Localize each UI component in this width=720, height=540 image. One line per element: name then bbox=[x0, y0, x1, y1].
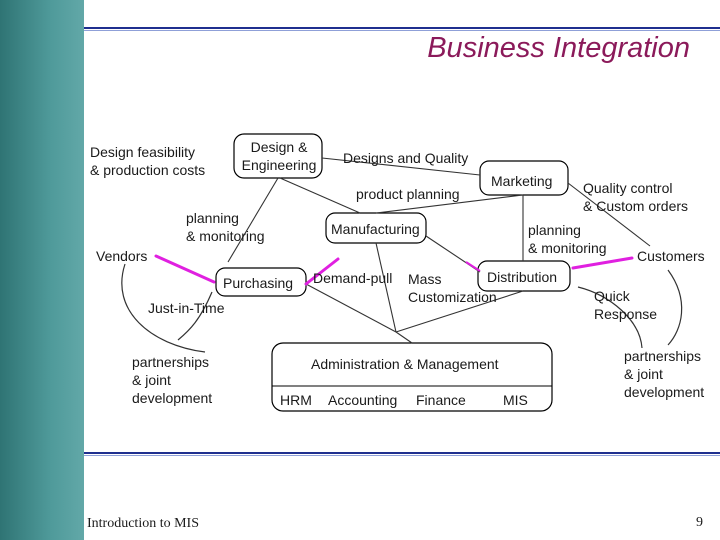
marketing-box bbox=[479, 160, 569, 196]
slide-sidebar bbox=[0, 0, 84, 540]
accent-purchasing-manufacturing bbox=[304, 257, 340, 286]
mis-node: MIS bbox=[503, 392, 528, 408]
purchasing-box bbox=[215, 267, 307, 297]
planning-monitoring-left-label: planning& monitoring bbox=[186, 210, 265, 244]
footer-text: Introduction to MIS bbox=[87, 516, 199, 531]
arc-purchasing-jit bbox=[177, 291, 213, 341]
vendors-node: Vendors bbox=[96, 248, 148, 264]
page-number: 9 bbox=[696, 515, 703, 530]
jit-label: Just-in-Time bbox=[148, 300, 225, 316]
distribution-box bbox=[477, 260, 571, 292]
arrow-admin bbox=[395, 331, 413, 344]
accent-vendors-purchasing bbox=[154, 254, 216, 284]
slide-title: Business Integration bbox=[427, 32, 690, 64]
demand-pull-label: Demand-pull bbox=[313, 270, 393, 286]
quality-control-label: Quality control& Custom orders bbox=[583, 180, 689, 214]
arrow-design-marketing bbox=[321, 157, 481, 176]
arrow-marketing-manufacturing bbox=[375, 194, 524, 214]
accent-distribution-entry bbox=[465, 261, 481, 272]
distribution-node: Distribution bbox=[487, 269, 558, 285]
purchasing-node: Purchasing bbox=[223, 275, 294, 291]
arrow-design-purchasing bbox=[227, 177, 279, 263]
arc-vendors-jit bbox=[121, 263, 206, 353]
arc-distribution-quickresponse bbox=[577, 286, 643, 349]
design-feasibility-label: Design feasibility& production costs bbox=[90, 144, 206, 178]
planning-monitoring-right-label: planning& monitoring bbox=[528, 222, 607, 256]
customers-node: Customers bbox=[637, 248, 705, 264]
hrm-node: HRM bbox=[280, 392, 312, 408]
arrow-marketing-customers bbox=[567, 182, 651, 247]
bottom-rule bbox=[84, 452, 720, 457]
manufacturing-node: Manufacturing bbox=[331, 221, 420, 237]
arrow-design-manufacturing bbox=[279, 177, 361, 214]
marketing-node: Marketing bbox=[491, 173, 553, 189]
arrow-distribution-admin bbox=[395, 290, 524, 333]
product-planning-label: product planning bbox=[356, 186, 460, 202]
finance-node: Finance bbox=[416, 392, 466, 408]
design-engineering-node: Design &Engineering bbox=[241, 139, 317, 173]
arc-customers-quickresponse bbox=[667, 269, 683, 346]
accounting-node: Accounting bbox=[328, 392, 398, 408]
arrow-purchasing-admin bbox=[305, 283, 397, 333]
administration-node: Administration & Management bbox=[311, 356, 499, 372]
accent-distribution-customers bbox=[571, 256, 634, 270]
arrow-manufacturing-admin bbox=[375, 242, 397, 333]
top-rule bbox=[84, 27, 720, 32]
designs-quality-label: Designs and Quality bbox=[343, 150, 469, 166]
